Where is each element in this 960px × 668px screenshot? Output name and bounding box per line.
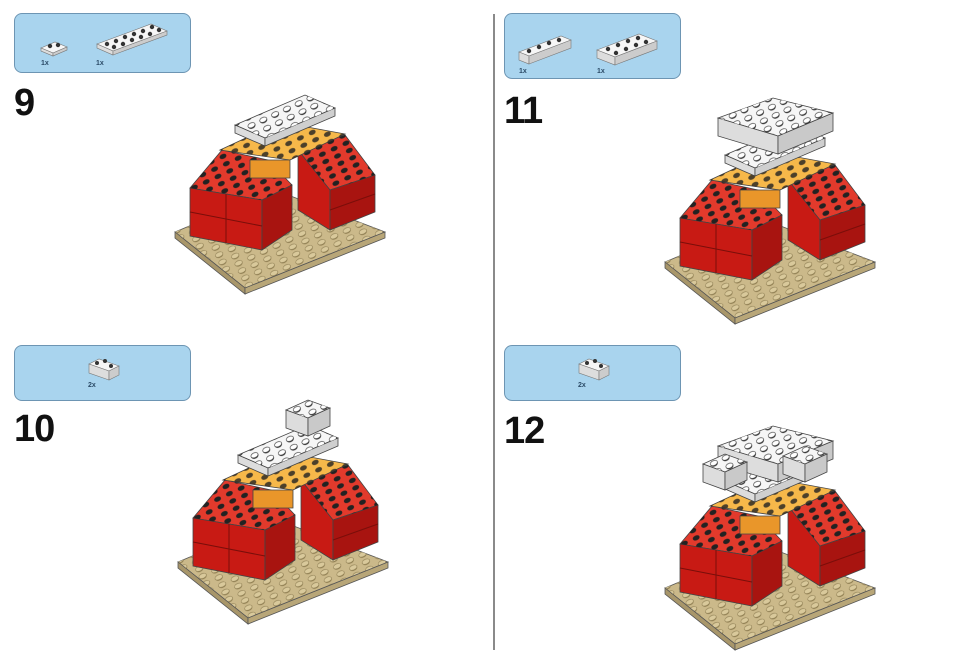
parts-box-step-10: 2x <box>14 345 191 401</box>
part-qty: 2x <box>88 382 96 389</box>
build-step-10 <box>177 399 389 625</box>
part-qty: 1x <box>96 60 104 67</box>
brick-1x4-icon <box>518 35 572 65</box>
parts-icons <box>88 358 120 381</box>
plate-2x6-icon <box>96 23 168 56</box>
part-qty: 1x <box>41 60 49 67</box>
parts-icons <box>578 358 610 381</box>
step-number: 12 <box>504 410 545 452</box>
parts-icons <box>518 33 658 66</box>
brick-2x4-icon <box>596 33 658 66</box>
build-step-12 <box>664 425 876 651</box>
step-number: 9 <box>14 82 35 124</box>
step-number: 10 <box>14 408 55 450</box>
plate-1x2-icon <box>40 41 68 57</box>
parts-box-step-11: 1x 1x <box>504 13 681 79</box>
part-qty: 1x <box>597 68 605 75</box>
parts-box-step-9: 1x 1x <box>14 13 191 73</box>
build-step-9 <box>174 94 386 295</box>
parts-box-step-12: 2x <box>504 345 681 401</box>
page-divider <box>493 14 495 650</box>
corner-brick-icon <box>88 358 120 381</box>
build-step-11 <box>664 97 876 325</box>
part-qty: 2x <box>578 382 586 389</box>
corner-brick-icon <box>578 358 610 381</box>
part-qty: 1x <box>519 68 527 75</box>
parts-icons <box>40 23 168 57</box>
step-number: 11 <box>504 90 543 132</box>
